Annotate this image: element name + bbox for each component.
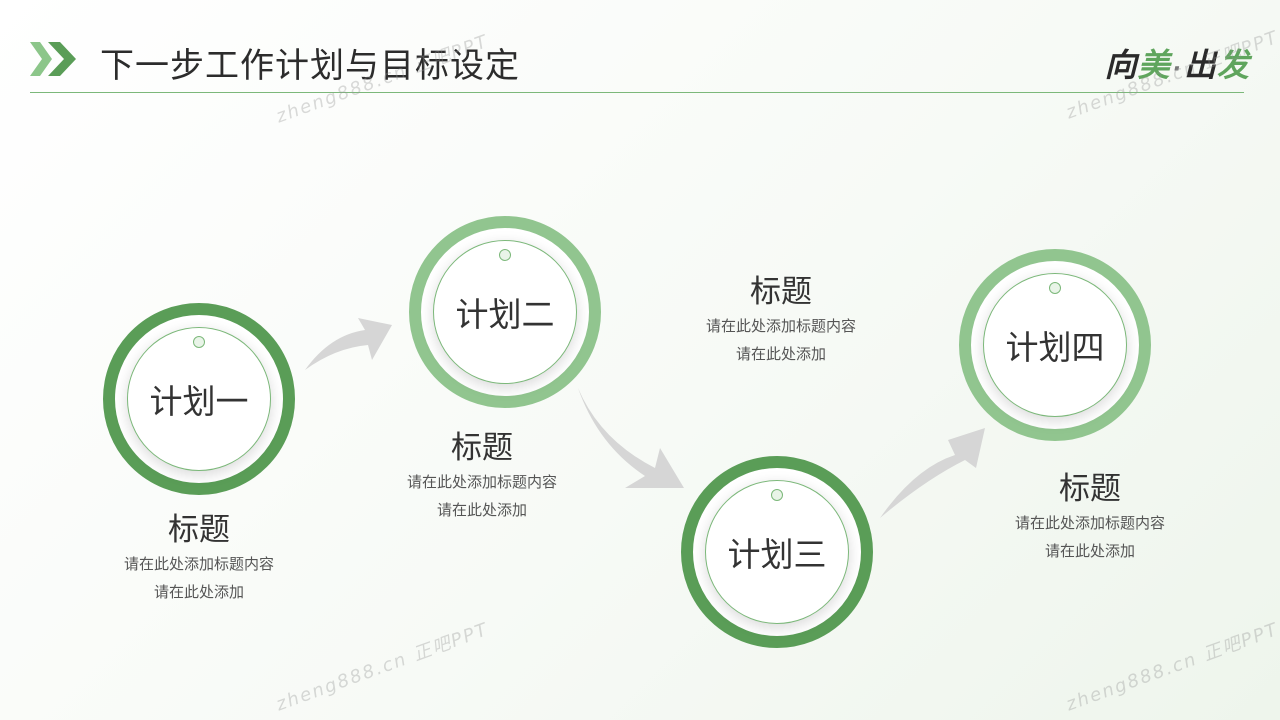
knob-dot [499,249,511,261]
chevron-right-icon [30,42,76,76]
plan-circle-4: 计划四 [959,249,1151,441]
plan-desc-3b: 请在此处添加 [735,345,826,363]
plan-title-3: 标题 [750,274,812,310]
plan-label-2: 计划二 [455,295,555,334]
plan-desc-2a: 请在此处添加标题内容 [406,473,557,491]
plan-inner-2: 计划二 [433,240,577,384]
plan-label-3: 计划三 [727,535,827,574]
plan-title-2: 标题 [451,430,513,466]
page-title: 下一步工作计划与目标设定 [100,46,520,86]
plan-desc-2b: 请在此处添加 [436,501,527,519]
plan-desc-3a: 请在此处添加标题内容 [705,317,856,335]
slogan-part2: 美 [1137,46,1171,84]
plan-circle-3: 计划三 [681,456,873,648]
plan-text-1: 标题 请在此处添加标题内容 请在此处添加 [99,510,299,606]
plan-inner-4: 计划四 [983,273,1127,417]
knob-dot [771,489,783,501]
slogan-logo: 向美·出发 [1105,40,1250,86]
slogan-part3: 出 [1183,46,1217,84]
arrow-2-to-3 [578,388,684,488]
header-divider [30,92,1244,93]
plan-inner-1: 计划一 [127,327,271,471]
slogan-part1: 向 [1104,46,1138,84]
plan-inner-3: 计划三 [705,480,849,624]
plan-text-2: 标题 请在此处添加标题内容 请在此处添加 [382,428,582,524]
plan-circle-2: 计划二 [409,216,601,408]
plan-text-3: 标题 请在此处添加标题内容 请在此处添加 [681,272,881,368]
slogan-part4: 发 [1216,46,1250,84]
plan-label-1: 计划一 [149,382,249,421]
plan-text-4: 标题 请在此处添加标题内容 请在此处添加 [990,469,1190,565]
plan-desc-4a: 请在此处添加标题内容 [1014,514,1165,532]
arrow-3-to-4 [880,428,985,518]
plan-label-4: 计划四 [1005,328,1105,367]
knob-dot [193,336,205,348]
plan-title-1: 标题 [168,512,230,548]
arrow-1-to-2 [305,318,392,370]
plan-desc-4b: 请在此处添加 [1044,542,1135,560]
plan-title-4: 标题 [1059,471,1121,507]
plan-desc-1a: 请在此处添加标题内容 [123,555,274,573]
slogan-dot: · [1172,57,1182,82]
knob-dot [1049,282,1061,294]
plan-desc-1b: 请在此处添加 [153,583,244,601]
plan-circle-1: 计划一 [103,303,295,495]
